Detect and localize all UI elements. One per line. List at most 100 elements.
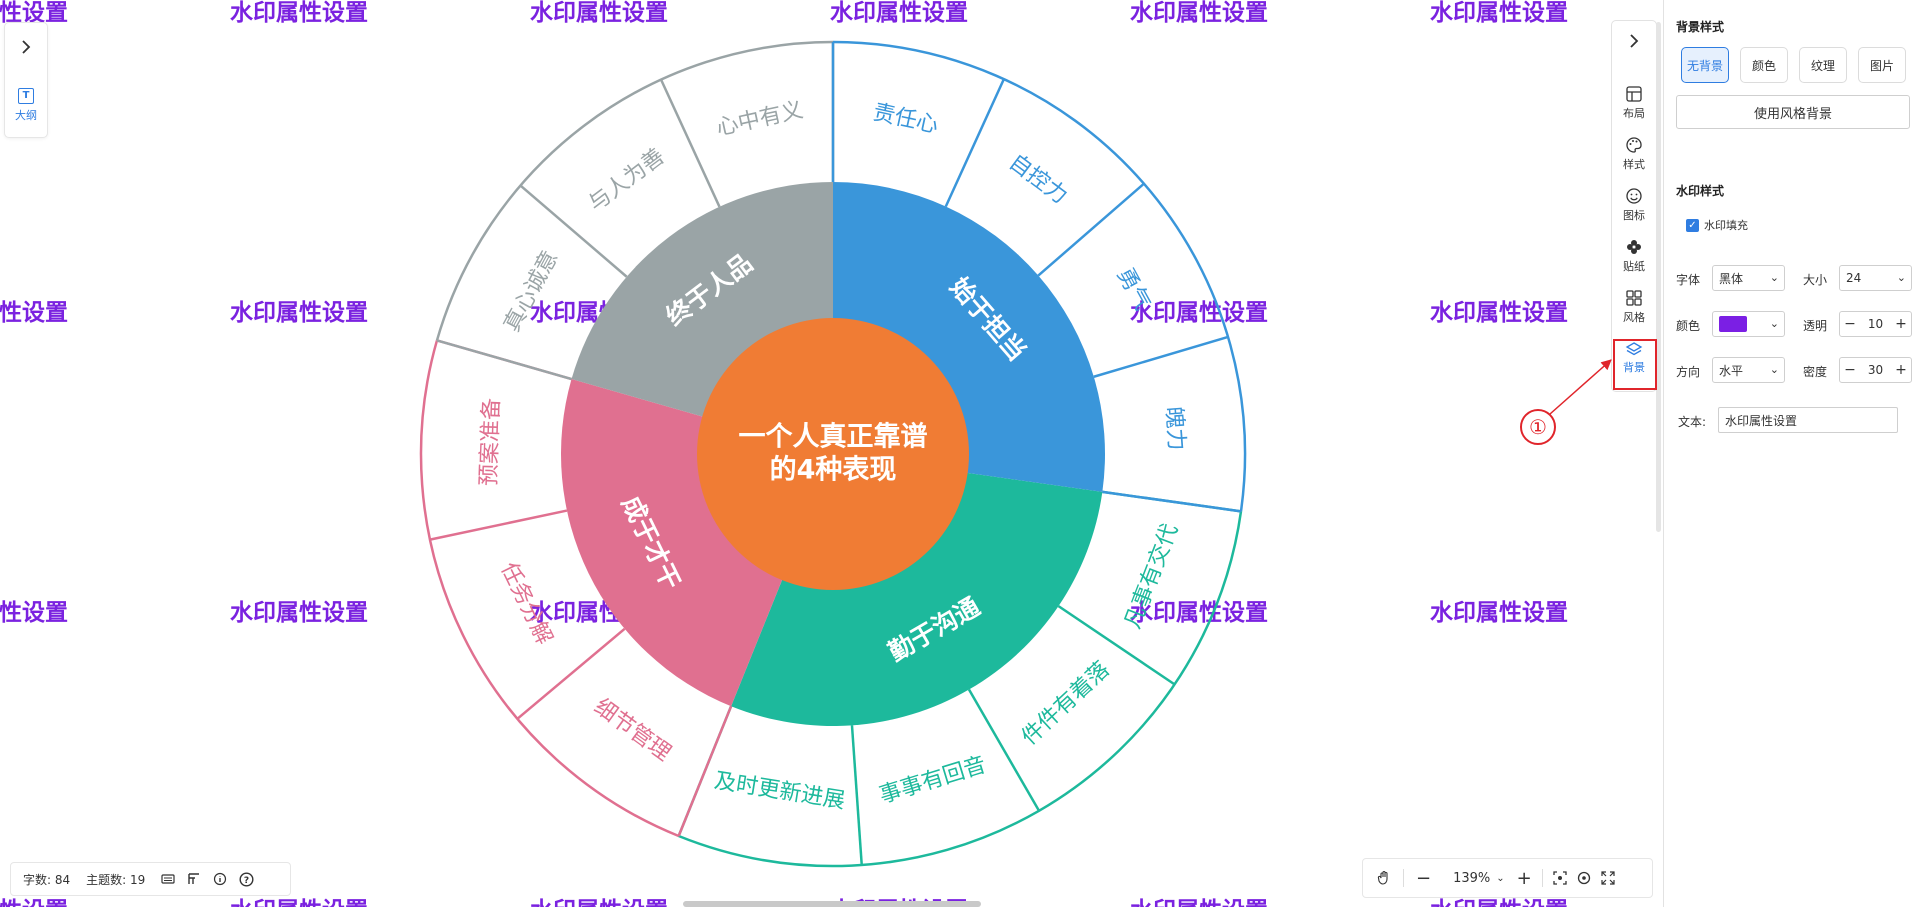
svg-text:?: ? xyxy=(244,876,249,886)
central-topic-circle[interactable] xyxy=(697,318,969,590)
central-topic-text[interactable]: 一个人真正靠谱 xyxy=(739,421,928,453)
watermark-color-picker[interactable]: ⌄ xyxy=(1712,311,1785,337)
keyboard-icon[interactable] xyxy=(161,873,175,885)
outline-button[interactable]: T 大纲 xyxy=(5,83,47,127)
chevron-down-icon: ⌄ xyxy=(1769,317,1779,330)
size-select[interactable]: 24 ⌄ xyxy=(1839,265,1912,291)
watermark-text-input[interactable] xyxy=(1718,407,1898,433)
toolbar-style[interactable]: 样式 xyxy=(1612,136,1656,172)
bg-option-image[interactable]: 图片 xyxy=(1858,47,1906,83)
zoom-level[interactable]: 139% xyxy=(1453,870,1491,886)
leaf-divider xyxy=(429,509,568,541)
leaf-divider xyxy=(967,688,1041,812)
fit-screen-icon[interactable] xyxy=(1553,871,1567,885)
opacity-increase-button[interactable]: + xyxy=(1895,316,1907,332)
help-icon[interactable]: ? xyxy=(239,871,254,887)
color-swatch xyxy=(1719,316,1747,332)
toolbar-theme-label: 风格 xyxy=(1623,311,1645,324)
leaf-divider xyxy=(1057,605,1176,686)
topic-count: 主题数: 19 xyxy=(86,872,146,887)
size-value: 24 xyxy=(1846,271,1862,285)
expand-right-button[interactable] xyxy=(1612,33,1656,49)
color-label: 颜色 xyxy=(1676,319,1701,333)
watermark-fill-label: 水印填充 xyxy=(1704,219,1748,232)
leaf-divider xyxy=(519,184,628,278)
use-style-background-button[interactable]: 使用风格背景 xyxy=(1676,95,1910,129)
bg-option-texture[interactable]: 纹理 xyxy=(1799,47,1847,83)
direction-label: 方向 xyxy=(1676,365,1701,379)
locate-center-icon[interactable] xyxy=(1577,871,1591,885)
leaf-topic[interactable]: 事事有回音 xyxy=(877,753,990,809)
leaf-topic[interactable]: 魄力 xyxy=(1160,406,1188,452)
opacity-value[interactable]: 10 xyxy=(1867,317,1884,331)
structure-icon[interactable] xyxy=(187,872,201,886)
sticker-icon xyxy=(1627,240,1641,254)
watermark-fill-option[interactable]: ✓ 水印填充 xyxy=(1686,217,1748,233)
toolbar-theme[interactable]: 风格 xyxy=(1612,289,1656,325)
size-label: 大小 xyxy=(1803,273,1828,287)
toolbar-stickers[interactable]: 贴纸 xyxy=(1612,238,1656,274)
leaf-topic[interactable]: 心中有义 xyxy=(714,98,805,141)
chevron-right-icon xyxy=(22,40,31,54)
density-decrease-button[interactable]: − xyxy=(1844,362,1856,378)
direction-select[interactable]: 水平 ⌄ xyxy=(1712,357,1785,383)
zoom-in-button[interactable]: + xyxy=(1516,867,1532,889)
horizontal-scrollbar[interactable] xyxy=(683,901,981,907)
chevron-down-icon[interactable]: ⌄ xyxy=(1496,872,1505,884)
zoom-out-button[interactable]: − xyxy=(1416,867,1432,889)
chevron-right-icon xyxy=(1630,34,1639,48)
density-label: 密度 xyxy=(1803,365,1828,379)
font-value: 黑体 xyxy=(1719,271,1744,286)
toolbar-icons[interactable]: 图标 xyxy=(1612,187,1656,223)
leaf-topic[interactable]: 任务分解 xyxy=(496,559,557,649)
leaf-divider xyxy=(850,725,863,866)
mindmap-diagram[interactable]: 凡事有交代件件有着落事事有回音及时更新进展勤于沟通细节管理任务分解预案准备成于才… xyxy=(0,0,1663,907)
leaf-divider xyxy=(659,79,721,208)
opacity-stepper[interactable]: − 10 + xyxy=(1839,311,1912,337)
expand-left-button[interactable] xyxy=(5,29,47,65)
central-topic-text[interactable]: 的4种表现 xyxy=(770,454,897,486)
toolbar-background[interactable]: 背景 xyxy=(1612,341,1656,375)
hand-icon[interactable] xyxy=(1377,870,1391,886)
leaf-divider xyxy=(677,705,733,837)
right-toolbar: 布局 样式 图标 贴纸 风格 背景 xyxy=(1611,20,1657,392)
toolbar-stickers-label: 贴纸 xyxy=(1623,260,1645,273)
leaf-topic[interactable]: 与人为善 xyxy=(584,144,669,217)
bg-option-none[interactable]: 无背景 xyxy=(1681,47,1729,83)
layout-icon xyxy=(1626,86,1642,102)
leaf-divider xyxy=(1093,335,1229,378)
font-select[interactable]: 黑体 ⌄ xyxy=(1712,265,1785,291)
outline-label: 大纲 xyxy=(15,108,37,122)
leaf-topic[interactable]: 勇气 xyxy=(1112,264,1155,315)
leaf-topic[interactable]: 件件有着落 xyxy=(1017,657,1115,750)
info-icon[interactable] xyxy=(213,872,227,886)
mindmap-canvas[interactable]: 水印属性设置水印属性设置水印属性设置水印属性设置水印属性设置水印属性设置水印属性… xyxy=(0,0,1663,907)
layers-icon xyxy=(1625,342,1643,356)
leaf-topic[interactable]: 及时更新进展 xyxy=(712,769,846,814)
leaf-topic[interactable]: 细节管理 xyxy=(589,694,675,766)
leaf-topic[interactable]: 真心诚意 xyxy=(500,247,564,336)
leaf-topic[interactable]: 责任心 xyxy=(871,100,941,138)
leaf-divider xyxy=(1102,490,1242,513)
smiley-icon xyxy=(1626,188,1642,204)
bg-option-color[interactable]: 颜色 xyxy=(1740,47,1788,83)
outline-icon: T xyxy=(18,87,34,104)
vertical-scrollbar[interactable] xyxy=(1656,22,1661,532)
leaf-topic[interactable]: 预案准备 xyxy=(477,398,505,487)
density-increase-button[interactable]: + xyxy=(1895,362,1907,378)
leaf-topic[interactable]: 自控力 xyxy=(1004,150,1072,210)
grid-icon xyxy=(1626,290,1642,306)
leaf-divider xyxy=(436,339,572,381)
annotation-box-background xyxy=(1613,339,1657,390)
toolbar-layout[interactable]: 布局 xyxy=(1612,85,1656,121)
opacity-decrease-button[interactable]: − xyxy=(1844,316,1856,332)
checkbox-checked-icon[interactable]: ✓ xyxy=(1686,218,1699,232)
font-label: 字体 xyxy=(1676,273,1701,287)
fullscreen-icon[interactable] xyxy=(1601,871,1615,885)
leaf-topic[interactable]: 凡事有交代 xyxy=(1120,521,1183,633)
leaf-divider xyxy=(1037,182,1145,277)
toolbar-style-label: 样式 xyxy=(1623,158,1645,171)
leaf-divider xyxy=(944,78,1005,208)
density-stepper[interactable]: − 30 + xyxy=(1839,357,1912,383)
density-value[interactable]: 30 xyxy=(1867,363,1884,377)
